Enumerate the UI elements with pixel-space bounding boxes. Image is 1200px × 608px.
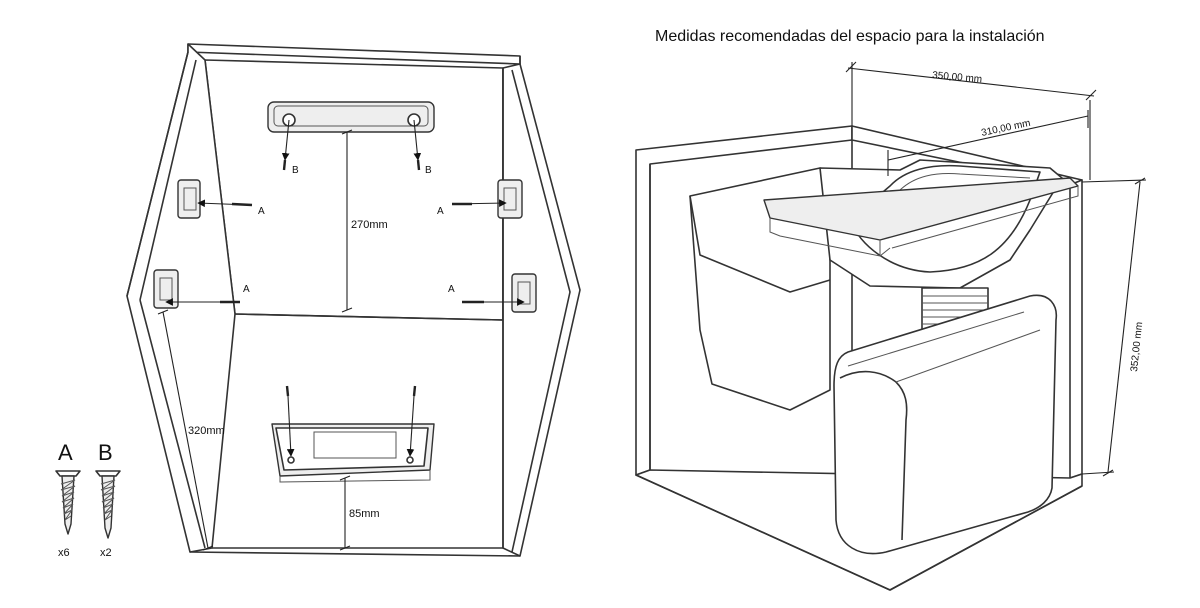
screw-a-upper-right: A [437,199,507,217]
screw-a-upper-left: A [197,199,265,217]
bottom-bracket [271,423,435,483]
dim-width-label: 350,00 mm [932,70,983,85]
dim-width: 350,00 mm [845,61,1097,180]
screw-a-label: A [437,206,444,217]
dim-320-label: 320mm [188,425,225,437]
dim-top-bracket: 270mm [341,129,388,313]
dim-side-height: 320mm [157,309,225,551]
screw-b-top-left: B [281,119,299,176]
screw-b-label: B [425,165,432,176]
mounting-rail [763,177,1079,241]
screw-a-lower-right: A [448,284,525,306]
screw-b-top-right: B [413,119,432,176]
water-tank [833,294,1058,555]
screw-legend-a: A x6 [55,440,81,559]
dim-height-label: 352,00 mm [1129,321,1145,372]
dim-depth-label: 310,00 mm [980,118,1031,139]
screw-a-label: A [258,206,265,217]
dim-85-label: 85mm [349,508,380,520]
cabinet-back [204,59,504,321]
cabinet-left-side [126,43,236,553]
dim-bottom-bracket: 85mm [339,475,380,551]
wall-right-edge [1069,179,1083,479]
screw-a-label: A [448,284,455,295]
screw-a-label: A [243,284,250,295]
diagram-title: Medidas recomendadas del espacio para la… [655,28,1045,45]
screw-b-label: B [292,165,299,176]
legend-b-qty: x2 [100,547,112,559]
legend-a-qty: x6 [58,547,70,559]
screw-legend-b: B x2 [95,440,121,559]
screw-a-lower-left: A [165,284,250,306]
top-bracket [267,101,435,133]
dim-height: 352,00 mm [1081,177,1147,477]
sink-basin [689,159,1079,411]
screw-b-bottom-right [406,385,417,457]
legend-b-letter: B [98,440,113,465]
legend-a-letter: A [58,440,73,465]
dim-270-label: 270mm [351,219,388,231]
screw-b-bottom-left [285,385,295,457]
